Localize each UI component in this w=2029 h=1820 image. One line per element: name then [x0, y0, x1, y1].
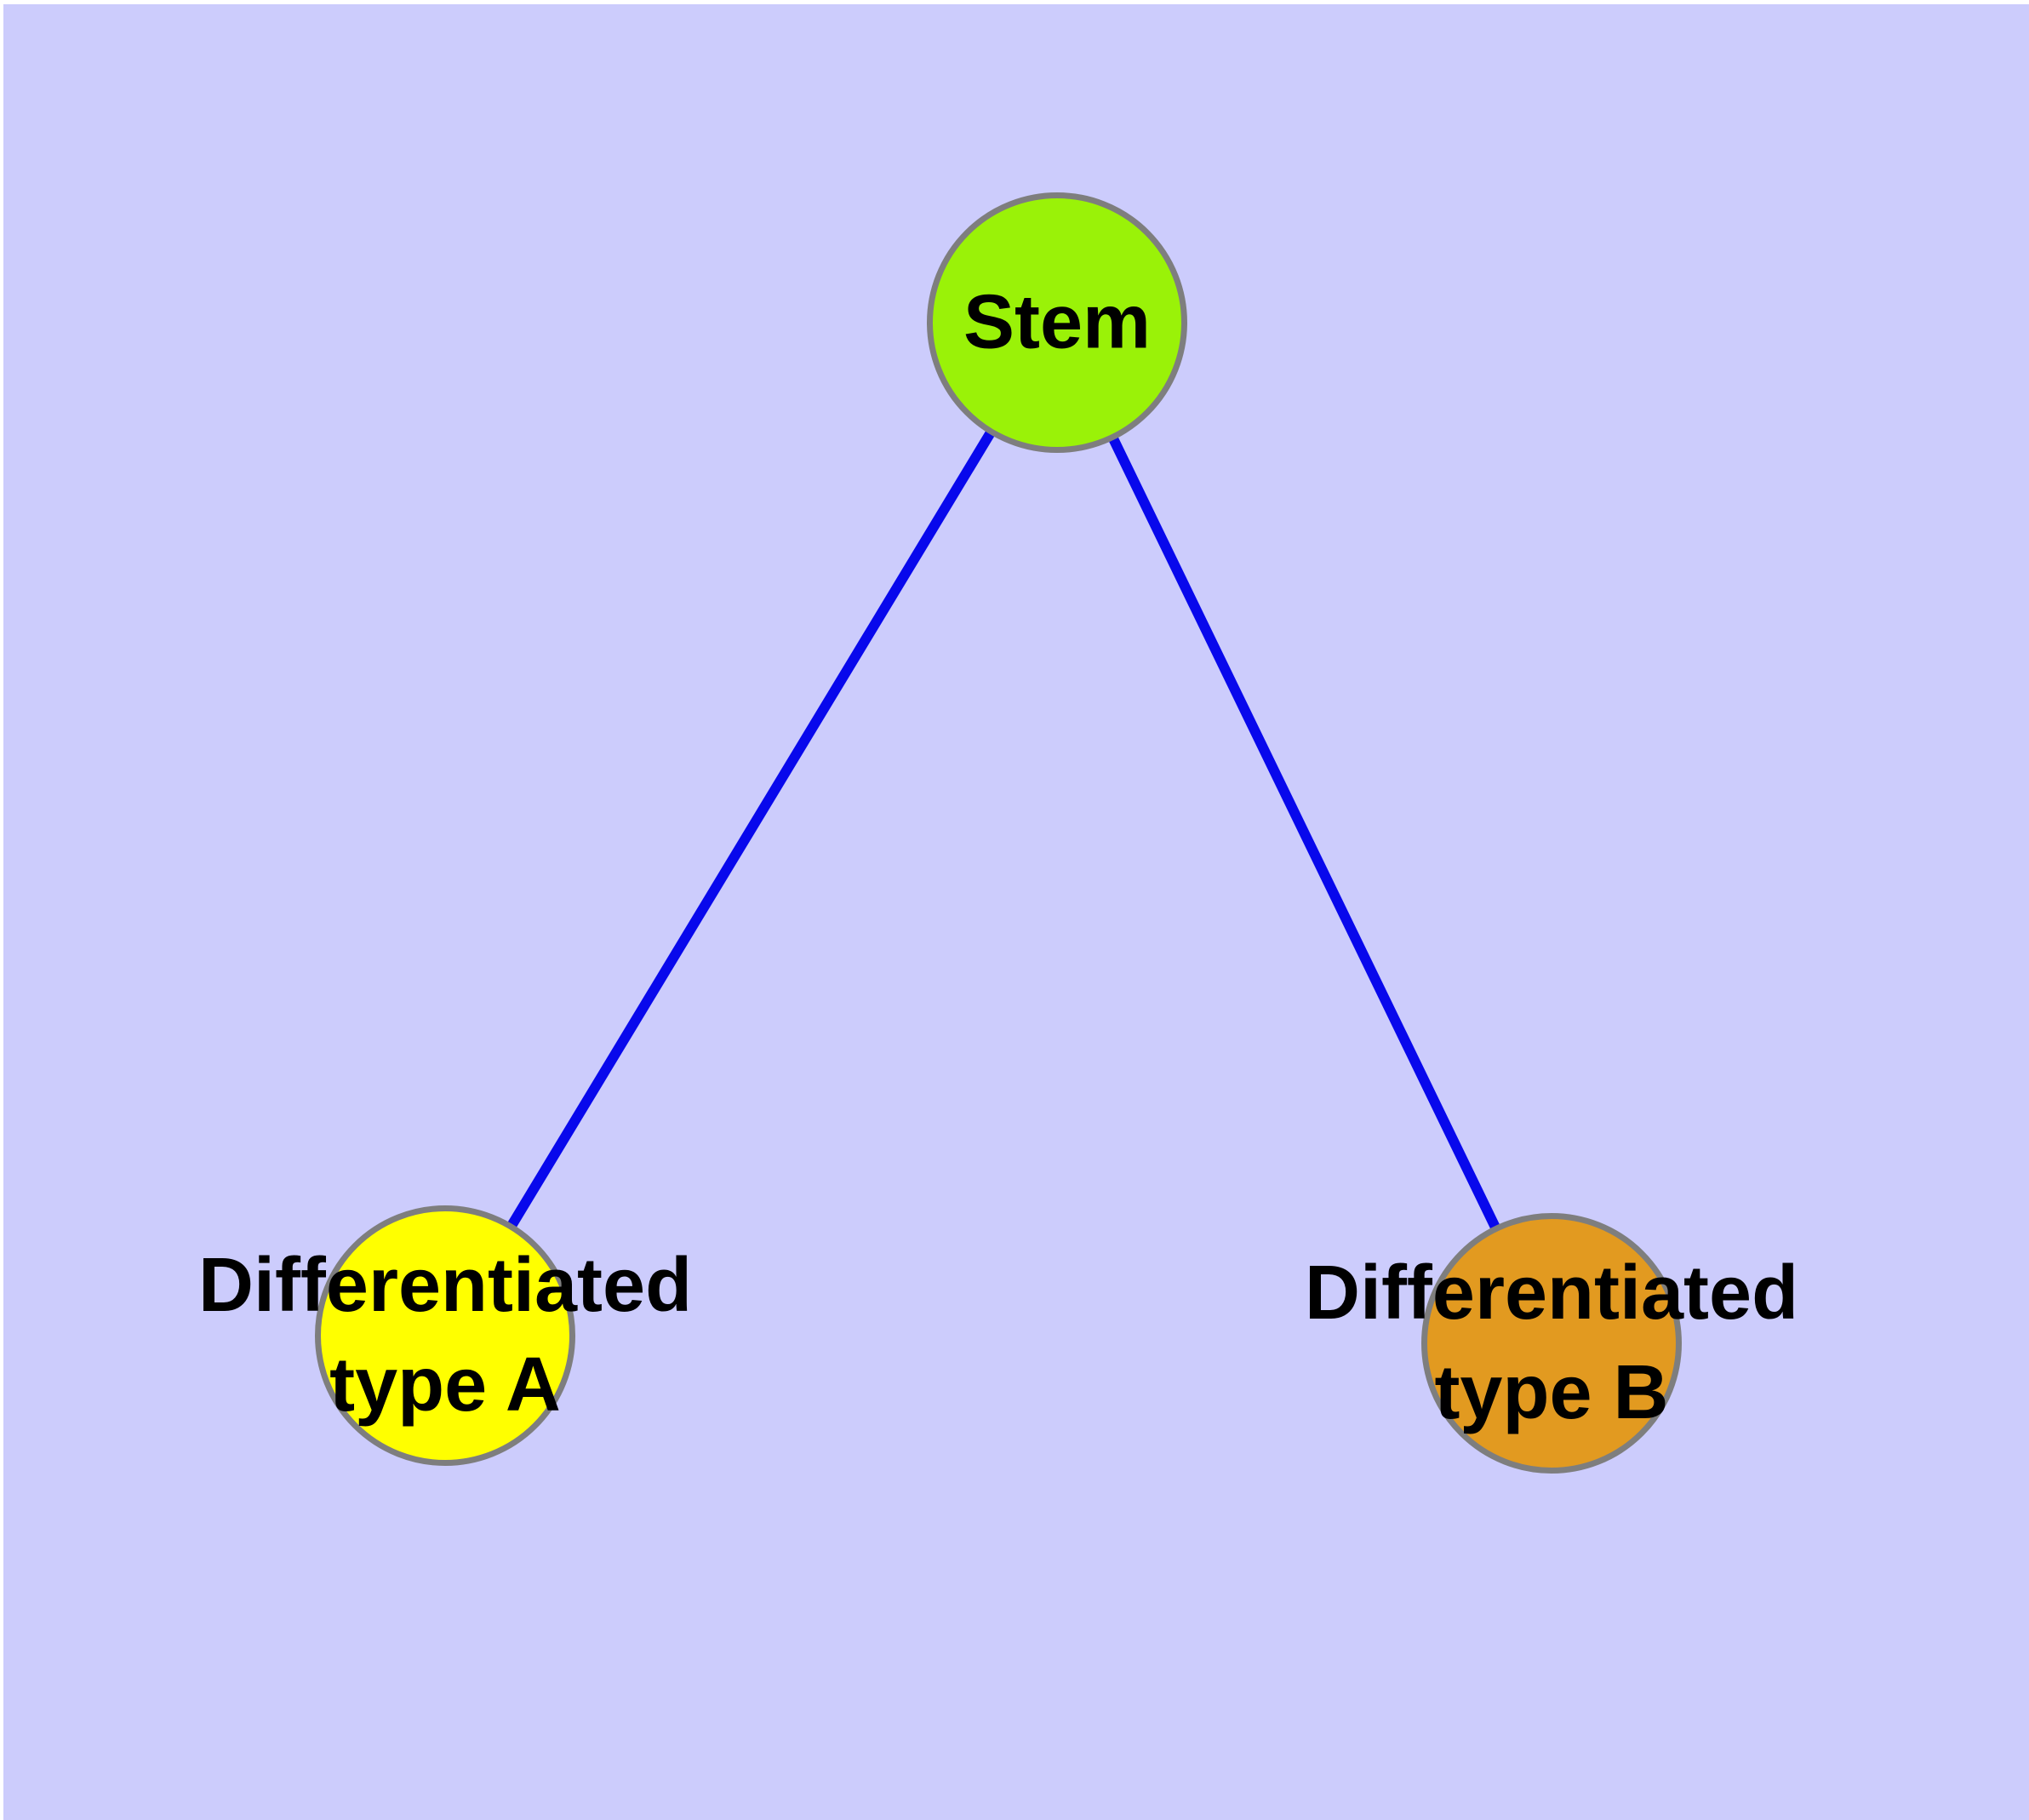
edge-stem-to-type-b	[1052, 320, 1557, 1346]
node-type-b	[1421, 1213, 1682, 1474]
node-stem	[927, 192, 1187, 453]
node-type-a-label-line1: Differentiated	[197, 1243, 693, 1328]
node-type-a-label-line2: type A	[329, 1342, 561, 1428]
edges-layer	[440, 319, 1557, 1346]
node-type-b-label-line1: Differentiated	[1304, 1251, 1799, 1336]
node-type-a	[315, 1205, 575, 1466]
node-type-a-label: Differentiated type A	[198, 1236, 692, 1435]
node-type-b-label-line2: type B	[1434, 1350, 1669, 1435]
edge-stem-to-type-a	[440, 319, 1062, 1339]
node-stem-label-text: Stem	[963, 279, 1152, 365]
node-type-b-label: Differentiated type B	[1305, 1244, 1798, 1443]
plot-background: Stem Differentiated type A Differentiate…	[3, 4, 2029, 1820]
node-stem-label: Stem	[963, 273, 1151, 373]
